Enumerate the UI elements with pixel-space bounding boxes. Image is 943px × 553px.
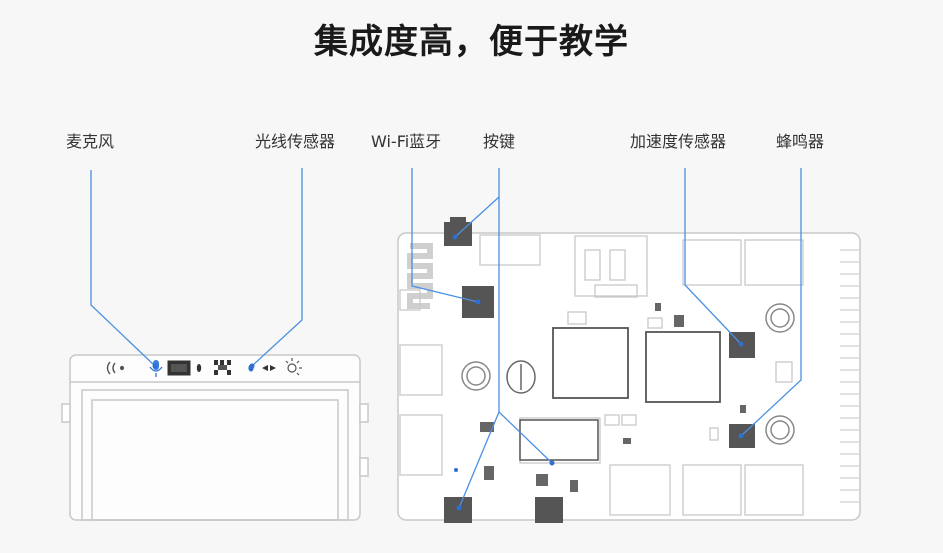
device-front-view [61,354,369,521]
callout-microphone [90,170,156,367]
label-accelerometer: 加速度传感器 [630,132,727,151]
button-bottom-right [535,497,563,523]
label-light-sensor: 光线传感器 [255,132,336,151]
secondary-chip [645,331,721,403]
wave-icon [106,361,125,375]
screw-holes [461,303,795,445]
processor-chip [552,327,629,399]
label-wifi-bluetooth: Wi-Fi蓝牙 [371,132,442,151]
callout-dots [152,234,744,511]
callout-button-bottom [458,411,500,509]
pcb-board [397,217,861,523]
callout-buzzer [740,168,802,437]
label-button: 按键 [483,132,516,151]
callout-light-sensor [251,168,303,367]
logo-icon [506,360,536,394]
callout-button-top [454,196,500,238]
callout-accelerometer [684,168,742,345]
antenna-trace [407,243,433,309]
callout-wifi-bluetooth [411,168,479,303]
rgb-led-icon [214,360,231,375]
callout-lines [90,168,802,509]
sun-icon [285,358,302,376]
led-icon [196,364,202,372]
flash-chip [519,419,599,461]
page-title: 集成度高，便于教学 [314,22,629,62]
label-buzzer: 蜂鸣器 [776,132,825,151]
label-microphone: 麦克风 [66,132,115,151]
arrow-icon [262,365,276,371]
